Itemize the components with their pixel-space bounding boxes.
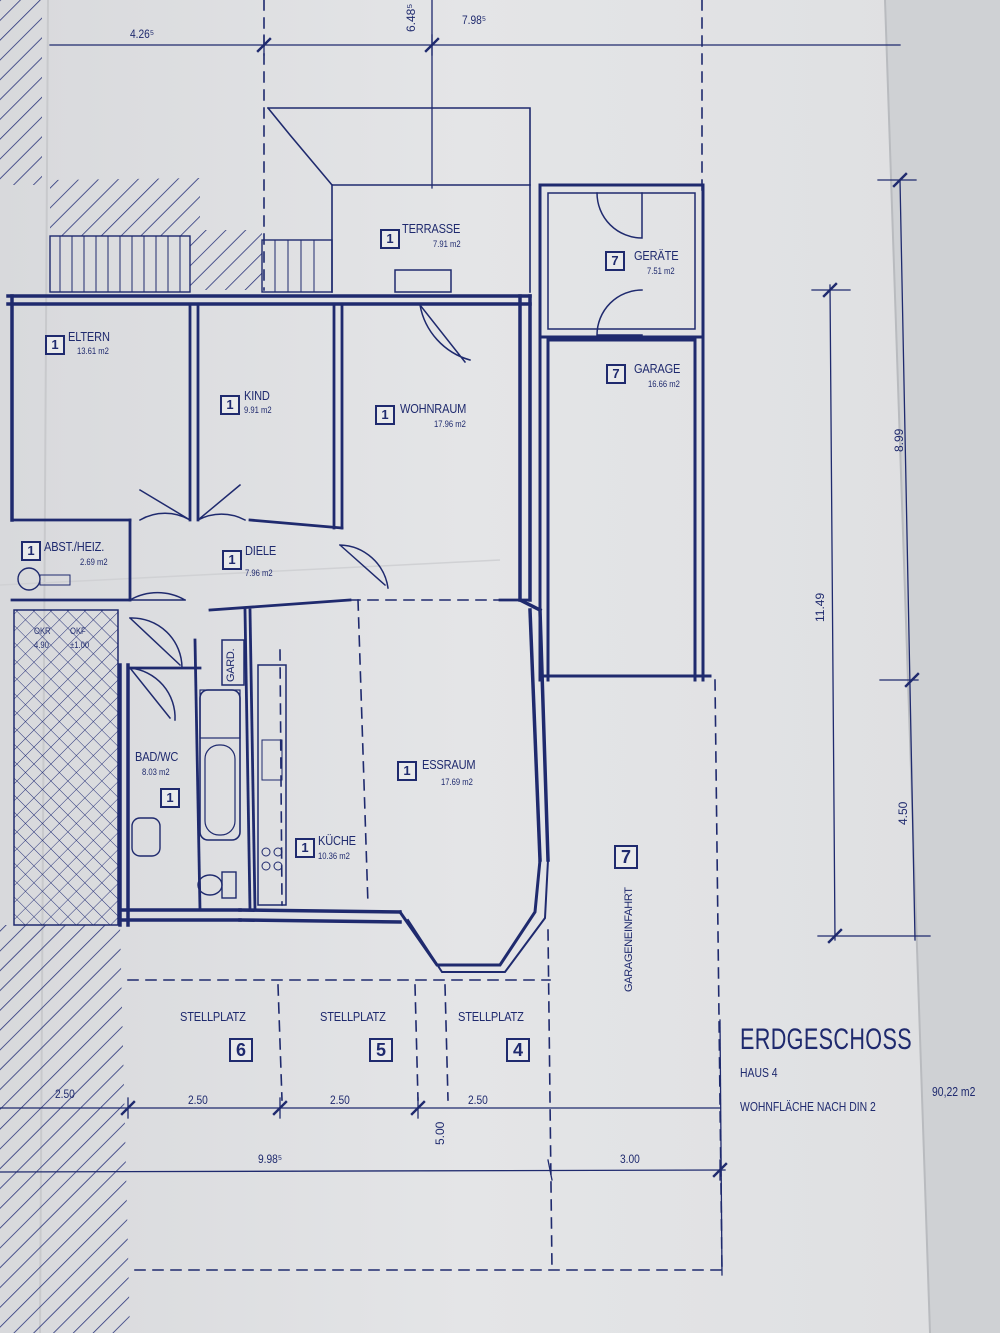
room-number-essraum: 1 (397, 761, 417, 781)
room-number-eltern: 1 (45, 335, 65, 355)
room-area-kind: 9.91 m2 (244, 405, 272, 415)
room-name-diele: DIELE (245, 543, 277, 558)
room-name-kind: KIND (244, 388, 270, 403)
plan-living-area-value: 90,22 m2 (932, 1084, 976, 1099)
room-name-wohnraum: WOHNRAUM (400, 401, 467, 416)
room-name-bad: BAD/WC (135, 749, 179, 764)
room-number-geraete: 7 (605, 251, 625, 271)
parking-number-5: 5 (369, 1038, 393, 1062)
room-area-wohnraum: 17.96 m2 (434, 419, 466, 429)
room-area-garage: 16.66 m2 (648, 379, 680, 389)
parking-number-4: 4 (506, 1038, 530, 1062)
dimension-bottom-a: 2.50 (55, 1087, 75, 1101)
dimension-top-right: 7.98⁵ (462, 13, 487, 27)
parking-label-4: STELLPLATZ (458, 1009, 524, 1024)
room-name-garage: GARAGE (634, 361, 681, 376)
room-area-eltern: 13.61 m2 (77, 346, 109, 356)
room-name-terrasse: TERRASSE (402, 221, 461, 236)
room-number-terrasse: 1 (380, 229, 400, 249)
plan-title: ERDGESCHOSS (740, 1023, 913, 1056)
dimension-bottom-drive: 3.00 (620, 1152, 640, 1166)
dimension-bottom-d: 2.50 (468, 1093, 488, 1107)
dimension-right-c: 4.50 (896, 801, 910, 825)
room-number-bad: 1 (160, 788, 180, 808)
okr-label: OKR (34, 626, 51, 636)
gard-label: GARD. (225, 648, 237, 682)
okf-label: OKF (70, 626, 86, 636)
parking-number-6: 6 (229, 1038, 253, 1062)
dimension-top-left: 4.26⁵ (130, 27, 155, 41)
dimension-bottom-b: 2.50 (188, 1093, 208, 1107)
dimension-right-b: 11.49 (813, 592, 827, 622)
room-number-abst: 1 (21, 541, 41, 561)
dimension-bottom-total: 9.98⁵ (258, 1152, 283, 1166)
dimension-bottom-c: 2.50 (330, 1093, 350, 1107)
room-number-diele: 1 (222, 550, 242, 570)
okr-value: 4.90 (34, 640, 49, 650)
room-number-kueche: 1 (295, 838, 315, 858)
parking-label-5: STELLPLATZ (320, 1009, 386, 1024)
okf-value: ±1.00 (70, 640, 90, 650)
room-area-kueche: 10.36 m2 (318, 851, 350, 861)
room-name-kueche: KÜCHE (318, 833, 356, 848)
room-area-bad: 8.03 m2 (142, 767, 170, 777)
zufahrt-label: GARAGENEINFAHRT (623, 887, 635, 992)
room-name-geraete: GERÄTE (634, 248, 679, 263)
dimension-right-a: 8.99 (892, 428, 906, 452)
room-area-terrasse: 7.91 m2 (433, 239, 461, 249)
zufahrt-number: 7 (614, 845, 638, 869)
room-number-wohnraum: 1 (375, 405, 395, 425)
parking-label-6: STELLPLATZ (180, 1009, 246, 1024)
room-name-eltern: ELTERN (68, 329, 110, 344)
dimension-top-mid: 6.48⁵ (404, 3, 418, 32)
plan-house: HAUS 4 (740, 1065, 778, 1080)
plan-living-area-label: WOHNFLÄCHE NACH DIN 2 (740, 1099, 876, 1114)
room-area-diele: 7.96 m2 (245, 568, 273, 578)
dimension-bottom-depth: 5.00 (433, 1121, 447, 1145)
room-number-garage: 7 (606, 364, 626, 384)
room-area-abst: 2.69 m2 (80, 557, 108, 567)
room-name-abst: ABST./HEIZ. (44, 539, 105, 554)
room-name-essraum: ESSRAUM (422, 757, 476, 772)
room-area-essraum: 17.69 m2 (441, 777, 473, 787)
room-area-geraete: 7.51 m2 (647, 266, 675, 276)
room-number-kind: 1 (220, 395, 240, 415)
